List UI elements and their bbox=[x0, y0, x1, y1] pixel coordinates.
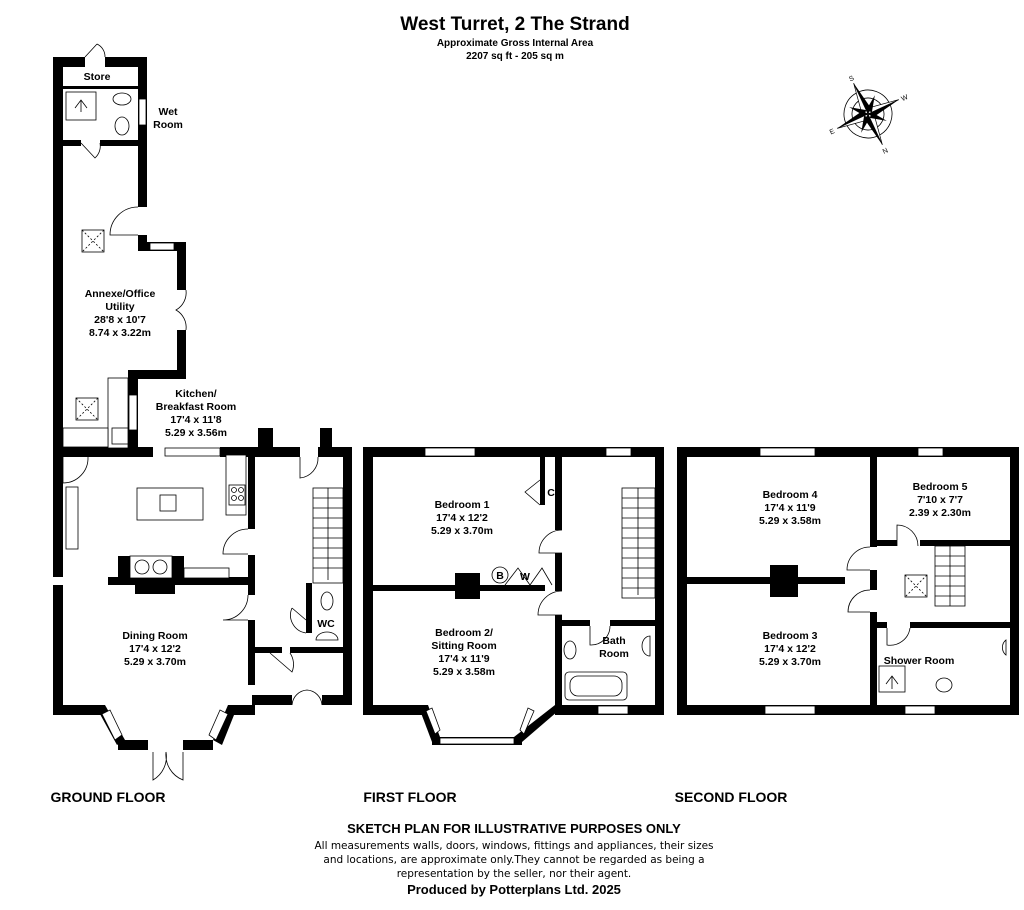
disclaimer-line: All measurements walls, doors, windows, … bbox=[314, 840, 713, 852]
room-dims-bedroom-2-imperial: 17'4 x 11'9 bbox=[438, 653, 489, 665]
room-label-bedroom-2: Bedroom 2/ bbox=[435, 627, 493, 639]
room-dims-kitchen-metric: 5.29 x 3.56m bbox=[165, 427, 227, 439]
basin-icon bbox=[641, 635, 651, 657]
ground-floor-walls bbox=[53, 57, 352, 750]
ground-floor-plan: Store Wet Room Annexe/Office Utility 28'… bbox=[50, 43, 352, 805]
second-floor-fixtures bbox=[878, 545, 1007, 693]
room-dims-bedroom-3-metric: 5.29 x 3.70m bbox=[759, 656, 821, 668]
room-dims-bedroom-1-metric: 5.29 x 3.70m bbox=[431, 525, 493, 537]
room-label-wet-room: Room bbox=[153, 119, 183, 131]
skylight-icon bbox=[75, 397, 99, 421]
ground-floor-windows bbox=[101, 98, 229, 741]
first-floor-doors bbox=[504, 479, 611, 646]
cupboard-label: C bbox=[547, 487, 555, 499]
sink-icon bbox=[111, 427, 129, 445]
room-label-store: Store bbox=[84, 71, 111, 83]
room-dims-annexe-metric: 8.74 x 3.22m bbox=[89, 327, 151, 339]
room-dims-dining-metric: 5.29 x 3.70m bbox=[124, 656, 186, 668]
room-label-wc: WC bbox=[317, 618, 335, 630]
room-dims-bedroom-3-imperial: 17'4 x 12'2 bbox=[764, 643, 816, 655]
toilet-icon bbox=[935, 677, 953, 693]
floor-label-ground: GROUND FLOOR bbox=[50, 789, 165, 805]
toilet-icon bbox=[563, 640, 577, 660]
compass-east: E bbox=[829, 128, 836, 136]
basin-icon bbox=[112, 92, 132, 106]
first-floor-windows bbox=[424, 447, 632, 745]
ground-floor-fixtures bbox=[62, 91, 344, 641]
producer-credit: Produced by Potterplans Ltd. 2025 bbox=[407, 882, 621, 897]
room-dims-bedroom-1-imperial: 17'4 x 12'2 bbox=[436, 512, 488, 524]
disclaimer-line: representation by the seller, nor their … bbox=[397, 868, 632, 880]
first-floor-fixtures bbox=[491, 487, 656, 701]
range-cooker-icon bbox=[129, 555, 173, 579]
room-label-wet-room: Wet bbox=[158, 106, 178, 118]
room-dims-bedroom-4-metric: 5.29 x 3.58m bbox=[759, 515, 821, 527]
compass-west: W bbox=[900, 94, 909, 103]
second-floor-walls bbox=[677, 447, 1019, 715]
room-label-bedroom-4: Bedroom 4 bbox=[763, 489, 818, 501]
floor-label-second: SECOND FLOOR bbox=[675, 789, 788, 805]
skylight-icon bbox=[81, 229, 105, 253]
toilet-icon bbox=[320, 591, 334, 611]
room-label-bathroom: Bath bbox=[602, 635, 625, 647]
disclaimer-line: and locations, are approximate only.They… bbox=[323, 854, 704, 866]
plan-subtitle: Approximate Gross Internal Area bbox=[437, 38, 594, 49]
room-label-dining: Dining Room bbox=[122, 630, 187, 642]
room-label-bedroom-3: Bedroom 3 bbox=[763, 630, 818, 642]
boiler-label: B bbox=[496, 570, 504, 582]
room-label-kitchen: Breakfast Room bbox=[156, 401, 237, 413]
basin-icon bbox=[315, 631, 339, 641]
room-label-annexe: Utility bbox=[105, 301, 134, 313]
floor-label-first: FIRST FLOOR bbox=[363, 789, 456, 805]
ground-floor-doors bbox=[62, 43, 323, 781]
first-floor-plan: Bedroom 1 17'4 x 12'2 5.29 x 3.70m C B W… bbox=[363, 447, 664, 805]
skylight-icon bbox=[904, 574, 928, 598]
room-dims-bedroom-5-metric: 2.39 x 2.30m bbox=[909, 507, 971, 519]
wardrobe-label: W bbox=[520, 571, 530, 583]
room-label-bathroom: Room bbox=[599, 648, 629, 660]
room-label-kitchen: Kitchen/ bbox=[175, 388, 217, 400]
compass-rose-icon: S N E W bbox=[829, 75, 910, 156]
room-label-bedroom-5: Bedroom 5 bbox=[913, 481, 968, 493]
boiler-icon bbox=[491, 566, 509, 584]
room-dims-bedroom-2-metric: 5.29 x 3.58m bbox=[433, 666, 495, 678]
room-dims-bedroom-4-imperial: 17'4 x 11'9 bbox=[764, 502, 815, 514]
room-label-bedroom-2: Sitting Room bbox=[431, 640, 496, 652]
staircase-icon bbox=[621, 487, 656, 599]
room-dims-bedroom-5-imperial: 7'10 x 7'7 bbox=[917, 494, 963, 506]
room-dims-kitchen-imperial: 17'4 x 11'8 bbox=[170, 414, 221, 426]
room-label-bedroom-1: Bedroom 1 bbox=[435, 499, 490, 511]
sink-icon bbox=[159, 494, 177, 512]
second-floor-plan: Bedroom 4 17'4 x 11'9 5.29 x 3.58m Bedro… bbox=[675, 447, 1019, 805]
second-floor-doors bbox=[846, 524, 919, 646]
room-label-shower-room: Shower Room bbox=[884, 655, 955, 667]
toilet-icon bbox=[114, 116, 130, 136]
staircase-icon bbox=[312, 487, 344, 584]
plan-title: West Turret, 2 The Strand bbox=[400, 14, 629, 35]
gross-area: 2207 sq ft - 205 sq m bbox=[466, 51, 564, 62]
compass-north: N bbox=[882, 147, 890, 155]
room-dims-annexe-imperial: 28'8 x 10'7 bbox=[94, 314, 146, 326]
second-floor-windows bbox=[759, 447, 944, 715]
disclaimer-heading: SKETCH PLAN FOR ILLUSTRATIVE PURPOSES ON… bbox=[347, 821, 681, 836]
basin-icon bbox=[1002, 639, 1007, 656]
staircase-icon bbox=[934, 545, 966, 607]
compass-south: S bbox=[848, 75, 855, 83]
room-dims-dining-imperial: 17'4 x 12'2 bbox=[129, 643, 181, 655]
room-label-annexe: Annexe/Office bbox=[85, 288, 156, 300]
